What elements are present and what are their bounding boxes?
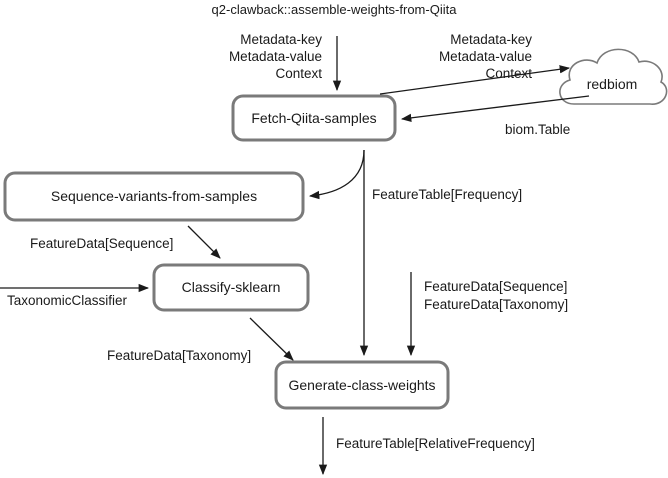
input-label-context: Context: [275, 66, 322, 81]
output-feature-table-relative-frequency: FeatureTable[RelativeFrequency]: [336, 436, 535, 451]
input-label-metadata-value: Metadata-value: [229, 49, 322, 64]
diagram-title: q2-clawback::assemble-weights-from-Qiita: [212, 2, 458, 17]
node-sequence-variants-label: Sequence-variants-from-samples: [51, 188, 257, 204]
taxonomic-classifier-label: TaxonomicClassifier: [7, 293, 128, 308]
right-input-feature-data-sequence: FeatureData[Sequence]: [424, 279, 567, 294]
node-fetch-label: Fetch-Qiita-samples: [251, 110, 376, 126]
feature-data-sequence-label: FeatureData[Sequence]: [30, 236, 173, 251]
biom-table-label: biom.Table: [505, 122, 570, 137]
node-classify-sklearn[interactable]: Classify-sklearn: [152, 263, 310, 312]
node-classify-label: Classify-sklearn: [182, 279, 281, 295]
redbiom-label-metadata-key: Metadata-key: [450, 32, 532, 47]
node-fetch-qiita-samples[interactable]: Fetch-Qiita-samples: [231, 94, 397, 142]
edge-sequence-variants-to-classify: [187, 225, 221, 259]
redbiom-label-metadata-value: Metadata-value: [439, 49, 532, 64]
redbiom-label-context: Context: [485, 66, 532, 81]
edge-fetch-to-sequence-variants: [308, 149, 365, 200]
node-generate-label: Generate-class-weights: [288, 377, 435, 393]
edge-classify-to-generate: [249, 317, 294, 361]
node-generate-class-weights[interactable]: Generate-class-weights: [274, 360, 450, 410]
node-sequence-variants-from-samples[interactable]: Sequence-variants-from-samples: [3, 171, 305, 222]
edge-fetch-to-redbiom: [379, 65, 571, 95]
feature-data-taxonomy-label: FeatureData[Taxonomy]: [107, 348, 251, 363]
cloud-icon: [559, 48, 668, 105]
input-label-metadata-key: Metadata-key: [240, 32, 322, 47]
edge-redbiom-to-fetch: [400, 95, 590, 122]
feature-table-frequency-label: FeatureTable[Frequency]: [372, 187, 522, 202]
node-redbiom[interactable]: redbiom: [559, 48, 668, 105]
node-redbiom-label: redbiom: [587, 76, 638, 92]
right-input-feature-data-taxonomy: FeatureData[Taxonomy]: [424, 297, 568, 312]
